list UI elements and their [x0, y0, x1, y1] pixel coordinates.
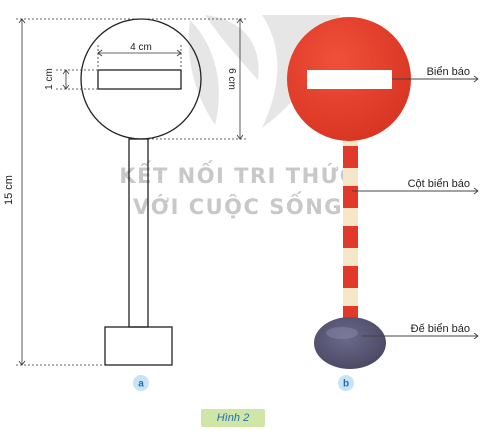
figure-b-badge-label: b [343, 379, 349, 390]
dimension-width-label: 4 cm [130, 42, 152, 53]
sign-outline-circle [80, 18, 202, 140]
callout-lines [352, 75, 479, 340]
watermark-text: KẾT NỐI TRI THỨC VỚI CUỘC SỐNG [119, 160, 356, 219]
dimension-total-height-label: 15 cm [3, 175, 15, 205]
striped-pole [343, 138, 358, 328]
dimension-bar-height [56, 69, 97, 90]
figure-caption: Hình 2 [201, 409, 265, 427]
base-outline [104, 326, 173, 366]
sign-bar-outline [97, 69, 182, 90]
figure-b-badge [338, 375, 354, 391]
label-pole: Cột biển báo [408, 178, 470, 190]
figure-a-badge-label: a [138, 379, 144, 390]
dimension-width [97, 45, 182, 68]
sign-base-highlight [326, 327, 358, 339]
dimension-total-height [16, 18, 140, 366]
figure-a-badge [133, 375, 149, 391]
figure-a-drawing [80, 18, 202, 366]
watermark-line1: KẾT NỐI TRI THỨC [119, 160, 356, 188]
label-sign: Biển báo [427, 66, 470, 78]
figure-caption-text: Hình 2 [216, 412, 250, 424]
label-base: Đế biển báo [411, 323, 470, 335]
dimension-diameter-label: 6 cm [226, 68, 237, 90]
no-entry-bar [307, 70, 392, 89]
watermark-line2: VỚI CUỘC SỐNG [133, 191, 343, 219]
dimension-diameter [140, 18, 246, 140]
dimension-bar-height-label: 1 cm [44, 68, 55, 90]
sign-base [314, 317, 386, 369]
